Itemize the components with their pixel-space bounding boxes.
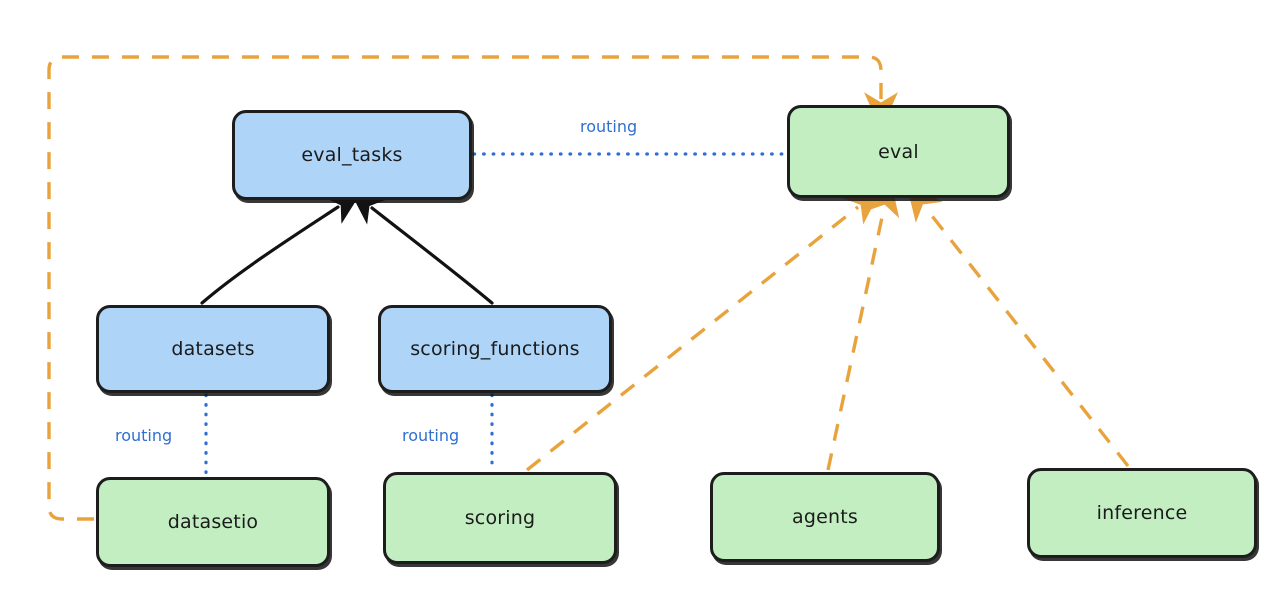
node-scoring[interactable]: scoring	[383, 472, 617, 564]
node-datasets[interactable]: datasets	[96, 305, 330, 393]
node-inference[interactable]: inference	[1027, 468, 1257, 558]
edge-datasetio-to-eval	[47, 55, 898, 521]
edge-label-routing-datasets-datasetio: routing	[113, 426, 175, 445]
edge-inference-to-eval	[906, 182, 1130, 468]
edge-agents-to-eval	[826, 178, 900, 471]
edge-label-routing-eval-tasks-eval: routing	[578, 117, 640, 136]
node-label: scoring_functions	[410, 338, 580, 360]
node-label: scoring	[464, 507, 536, 529]
node-agents[interactable]: agents	[710, 472, 940, 562]
node-scoring-functions[interactable]: scoring_functions	[378, 305, 612, 393]
node-label: inference	[1096, 502, 1188, 524]
node-label: datasets	[171, 338, 255, 360]
node-label: eval	[878, 140, 919, 163]
node-eval[interactable]: eval	[787, 105, 1010, 198]
node-label: datasetio	[167, 511, 259, 533]
edge-scoring-to-eval	[525, 187, 882, 472]
edge-datasets-to-eval-tasks	[200, 191, 363, 305]
edge-scoring-functions-to-eval-tasks	[349, 190, 494, 305]
node-label: agents	[792, 506, 858, 528]
node-datasetio[interactable]: datasetio	[96, 477, 330, 567]
node-label: eval_tasks	[301, 144, 403, 166]
node-eval-tasks[interactable]: eval_tasks	[232, 110, 472, 200]
edge-label-routing-scoring-functions-scoring: routing	[400, 426, 462, 445]
